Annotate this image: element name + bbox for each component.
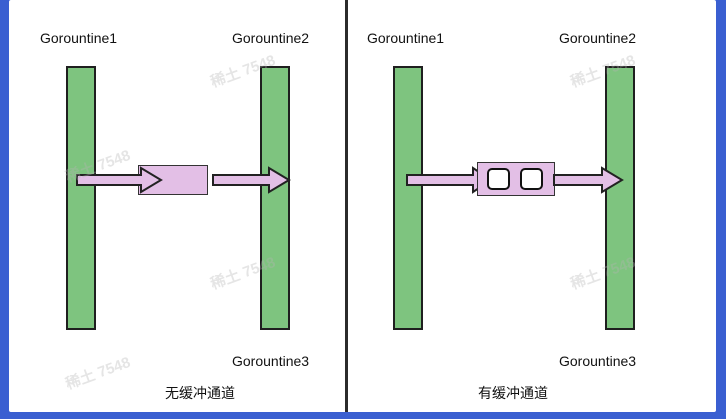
- watermark: 稀土 7548: [63, 353, 133, 393]
- buffer-slot-2: [520, 168, 543, 190]
- right-goroutine1-bar: [393, 66, 423, 330]
- right-buffered-channel: [477, 162, 555, 196]
- left-goroutine1-bar: [66, 66, 96, 330]
- left-receive-arrow: [212, 166, 291, 194]
- left-send-arrow: [76, 166, 163, 194]
- buffer-slot-1: [487, 168, 510, 190]
- right-goroutine1-label: Gorountine1: [367, 30, 445, 46]
- left-goroutine1-label: Gorountine1: [40, 30, 118, 46]
- left-goroutine2-bar: [260, 66, 290, 330]
- right-caption: 有缓冲通道: [478, 385, 548, 401]
- left-caption: 无缓冲通道: [165, 385, 235, 401]
- right-receive-arrow: [553, 166, 624, 194]
- diagram-canvas: Gorountine1 Gorountine2 Gorountine3 无缓冲通…: [9, 0, 716, 412]
- left-goroutine3-label: Gorountine3: [232, 353, 310, 369]
- panel-divider: [345, 0, 348, 412]
- right-goroutine2-label: Gorountine2: [559, 30, 637, 46]
- left-goroutine2-label: Gorountine2: [232, 30, 310, 46]
- right-goroutine3-label: Gorountine3: [559, 353, 637, 369]
- right-goroutine2-bar: [605, 66, 635, 330]
- footer-credit: @稀土掘金技术社区: [585, 393, 712, 409]
